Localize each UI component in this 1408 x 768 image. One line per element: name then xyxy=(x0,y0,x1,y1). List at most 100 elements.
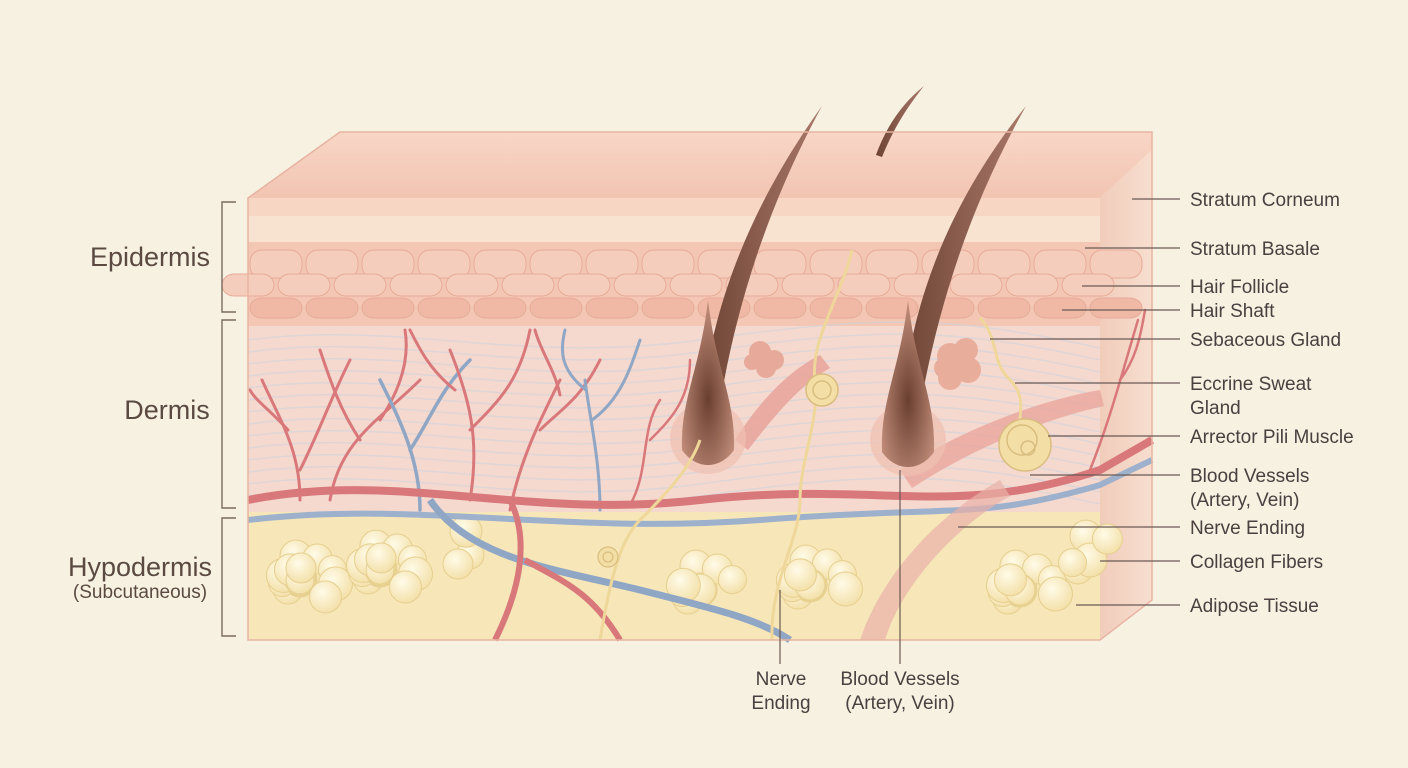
epidermal-cell xyxy=(473,249,527,279)
label-blood-vessels-right: Blood Vessels xyxy=(1190,466,1309,487)
epidermal-cell xyxy=(473,297,527,319)
fat-cell xyxy=(717,565,747,595)
eccrine-sweat-gland xyxy=(998,418,1052,472)
epidermal-cell xyxy=(753,249,807,279)
epidermal-cell xyxy=(949,273,1003,297)
sebaceous-gland-left xyxy=(744,341,784,378)
collagen-fiber xyxy=(247,321,1101,349)
epidermal-cell xyxy=(501,273,555,297)
collagen-fiber xyxy=(247,465,1101,493)
epidermal-cell xyxy=(389,273,443,297)
arrector-pili-muscle-left xyxy=(735,355,830,450)
hair-shaft-left xyxy=(700,106,822,430)
epidermal-cell xyxy=(305,249,359,279)
artery-descending xyxy=(492,498,623,642)
label-stratum-corneum: Stratum Corneum xyxy=(1190,190,1340,211)
epidermal-cell xyxy=(333,273,387,297)
epidermal-cell xyxy=(809,297,863,319)
label-nerve-ending-right: Nerve Ending xyxy=(1190,518,1305,539)
leader-lines-right xyxy=(958,198,1180,606)
epidermal-cell xyxy=(977,297,1031,319)
epidermal-cell xyxy=(1061,273,1115,297)
label-dermis: Dermis xyxy=(124,395,210,425)
epidermal-cell xyxy=(529,297,583,319)
stratum-corneum-band xyxy=(248,198,1100,216)
epidermal-cell xyxy=(669,273,723,297)
fat-cell xyxy=(1037,576,1073,612)
skin-block-outline xyxy=(247,131,1153,641)
vein-descending xyxy=(427,498,792,643)
epidermal-cell xyxy=(417,297,471,319)
bracket-hypodermis xyxy=(221,517,236,637)
fat-cell xyxy=(365,542,397,574)
label-blood-vessels-bottom: Blood Vessels xyxy=(840,669,959,690)
epidermal-cell xyxy=(1089,249,1143,279)
fat-cell xyxy=(783,558,817,592)
epidermal-cell xyxy=(305,297,359,319)
label-artery-vein-bottom: (Artery, Vein) xyxy=(845,693,954,714)
vein-main xyxy=(247,457,1154,527)
bracket-epidermis xyxy=(221,201,236,313)
fat-cell xyxy=(1057,548,1087,578)
label-stratum-basale: Stratum Basale xyxy=(1190,239,1320,260)
epidermal-cell xyxy=(249,249,303,279)
label-nerve-bottom: Nerve xyxy=(756,669,807,690)
stratum-granulosum-band xyxy=(248,216,1100,242)
epidermal-cell xyxy=(361,297,415,319)
epidermal-cell xyxy=(1033,297,1087,319)
epidermal-cell xyxy=(1033,249,1087,279)
epidermal-cell xyxy=(1089,297,1143,319)
epidermal-cell xyxy=(837,273,891,297)
fat-cell xyxy=(308,580,342,614)
label-eccrine-gland: Gland xyxy=(1190,398,1241,419)
hair-shaft-center xyxy=(876,86,924,157)
skin-side-face xyxy=(1100,150,1152,640)
epidermal-cell xyxy=(585,249,639,279)
fat-cell xyxy=(993,563,1027,597)
epidermal-cell xyxy=(865,249,919,279)
hair-bulb-left xyxy=(681,300,735,465)
epidermal-cell xyxy=(641,297,695,319)
epidermal-cell xyxy=(1005,273,1059,297)
label-ending-bottom: Ending xyxy=(751,693,810,714)
muscle-bundle-hypodermis xyxy=(860,480,1010,640)
epidermal-cell xyxy=(753,297,807,319)
label-arrector-pili: Arrector Pili Muscle xyxy=(1190,427,1354,448)
label-collagen-fibers: Collagen Fibers xyxy=(1190,552,1323,573)
label-hypodermis: Hypodermis xyxy=(68,552,212,582)
nerve-fiber-left xyxy=(598,439,702,641)
nerve-fiber-center xyxy=(770,249,854,641)
epidermal-cell xyxy=(557,273,611,297)
hair-bulb-right xyxy=(881,300,935,467)
hair-shaft-right xyxy=(900,106,1026,432)
skin-top-surface xyxy=(248,132,1152,198)
epidermal-cell xyxy=(417,249,471,279)
epidermal-cell xyxy=(529,249,583,279)
label-adipose-tissue: Adipose Tissue xyxy=(1190,596,1319,617)
epidermal-cell xyxy=(585,297,639,319)
epidermal-cell xyxy=(613,273,667,297)
epidermal-cell xyxy=(361,249,415,279)
fat-cell xyxy=(442,548,474,580)
sebaceous-gland-right xyxy=(934,338,981,390)
epidermal-cell xyxy=(249,297,303,319)
epidermal-cell xyxy=(641,249,695,279)
fat-cell xyxy=(285,552,317,584)
bracket-dermis xyxy=(221,319,236,509)
label-subcutaneous: (Subcutaneous) xyxy=(73,582,207,603)
sweat-duct xyxy=(978,316,1023,421)
epidermal-cell xyxy=(277,273,331,297)
fat-cell xyxy=(827,571,863,607)
epidermal-cell xyxy=(977,249,1031,279)
epidermal-cell xyxy=(781,273,835,297)
nerve-coil-small xyxy=(597,546,619,568)
fat-cell xyxy=(1091,523,1123,555)
label-hair-follicle: Hair Follicle xyxy=(1190,277,1289,298)
epidermal-cell xyxy=(445,273,499,297)
label-epidermis: Epidermis xyxy=(90,242,210,272)
label-artery-vein-right: (Artery, Vein) xyxy=(1190,490,1299,511)
label-eccrine-sweat: Eccrine Sweat xyxy=(1190,374,1312,395)
label-hair-shaft: Hair Shaft xyxy=(1190,301,1275,322)
nerve-coil-center xyxy=(805,373,839,407)
